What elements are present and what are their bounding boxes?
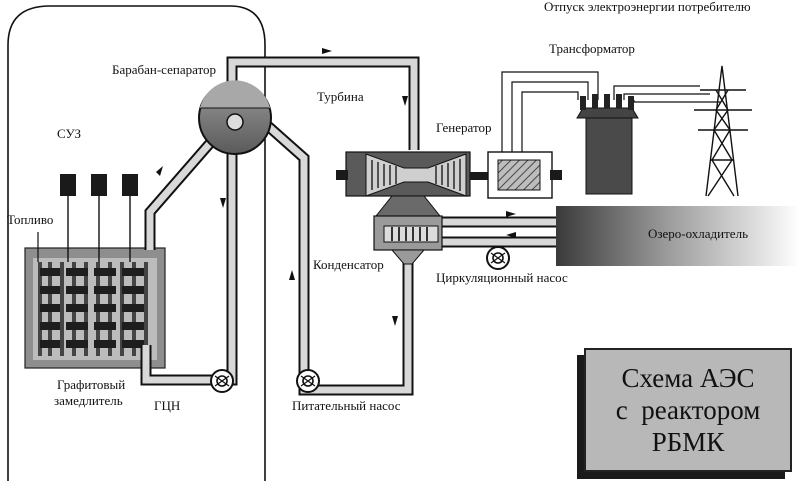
graphite-moderator-label-line2: замедлитель <box>54 393 123 408</box>
flow-arrows <box>156 48 516 326</box>
arrow-up-riser <box>156 166 163 176</box>
lake-cooler-label: Озеро-охладитель <box>648 226 748 241</box>
generator-label: Генератор <box>436 120 492 135</box>
circulation-pump-label: Циркуляционный насос <box>436 270 568 285</box>
containment-building <box>7 5 266 481</box>
suz-label: СУЗ <box>57 126 82 141</box>
transmission-tower <box>694 65 752 197</box>
title-line-2: с реактором <box>615 395 761 425</box>
diagram-title-box: Схема АЭС с реактором РБМК <box>584 348 792 472</box>
feed-pump-icon <box>296 369 320 393</box>
graphite-moderator-label-line1: Графитовый <box>57 377 126 392</box>
transformer <box>576 94 639 195</box>
feed-pump-label: Питательный насос <box>292 398 401 413</box>
arrow-right-cooling <box>506 211 516 217</box>
arrow-right-steam <box>322 48 332 54</box>
title-line-3: РБМК <box>651 427 725 457</box>
lake-cooler <box>556 206 800 266</box>
gcn-pump-icon <box>210 369 234 393</box>
condenser-label: Конденсатор <box>313 257 384 272</box>
arrow-down-condensate <box>392 316 398 326</box>
fuel-label: Топливо <box>7 212 54 227</box>
turbine-label: Турбина <box>317 89 364 104</box>
transformer-label: Трансформатор <box>549 41 635 56</box>
turbine <box>336 151 494 197</box>
output-label: Отпуск электроэнергии потребителю <box>544 0 751 14</box>
title-line-1: Схема АЭС <box>621 363 755 393</box>
drum-separator <box>198 80 272 155</box>
arrow-up-feed <box>289 270 295 280</box>
arrow-down-downcomer <box>220 198 226 208</box>
gcn-label: ГЦН <box>154 398 181 413</box>
control-rods <box>60 174 138 262</box>
condenser <box>373 195 443 265</box>
circulation-pump-icon <box>486 246 510 270</box>
reactor-core <box>24 247 166 369</box>
power-wires <box>501 71 720 152</box>
arrow-down-turbine <box>402 96 408 106</box>
generator <box>487 151 562 199</box>
arrow-left-cooling <box>506 232 516 238</box>
drum-separator-label: Барабан-сепаратор <box>112 62 217 77</box>
